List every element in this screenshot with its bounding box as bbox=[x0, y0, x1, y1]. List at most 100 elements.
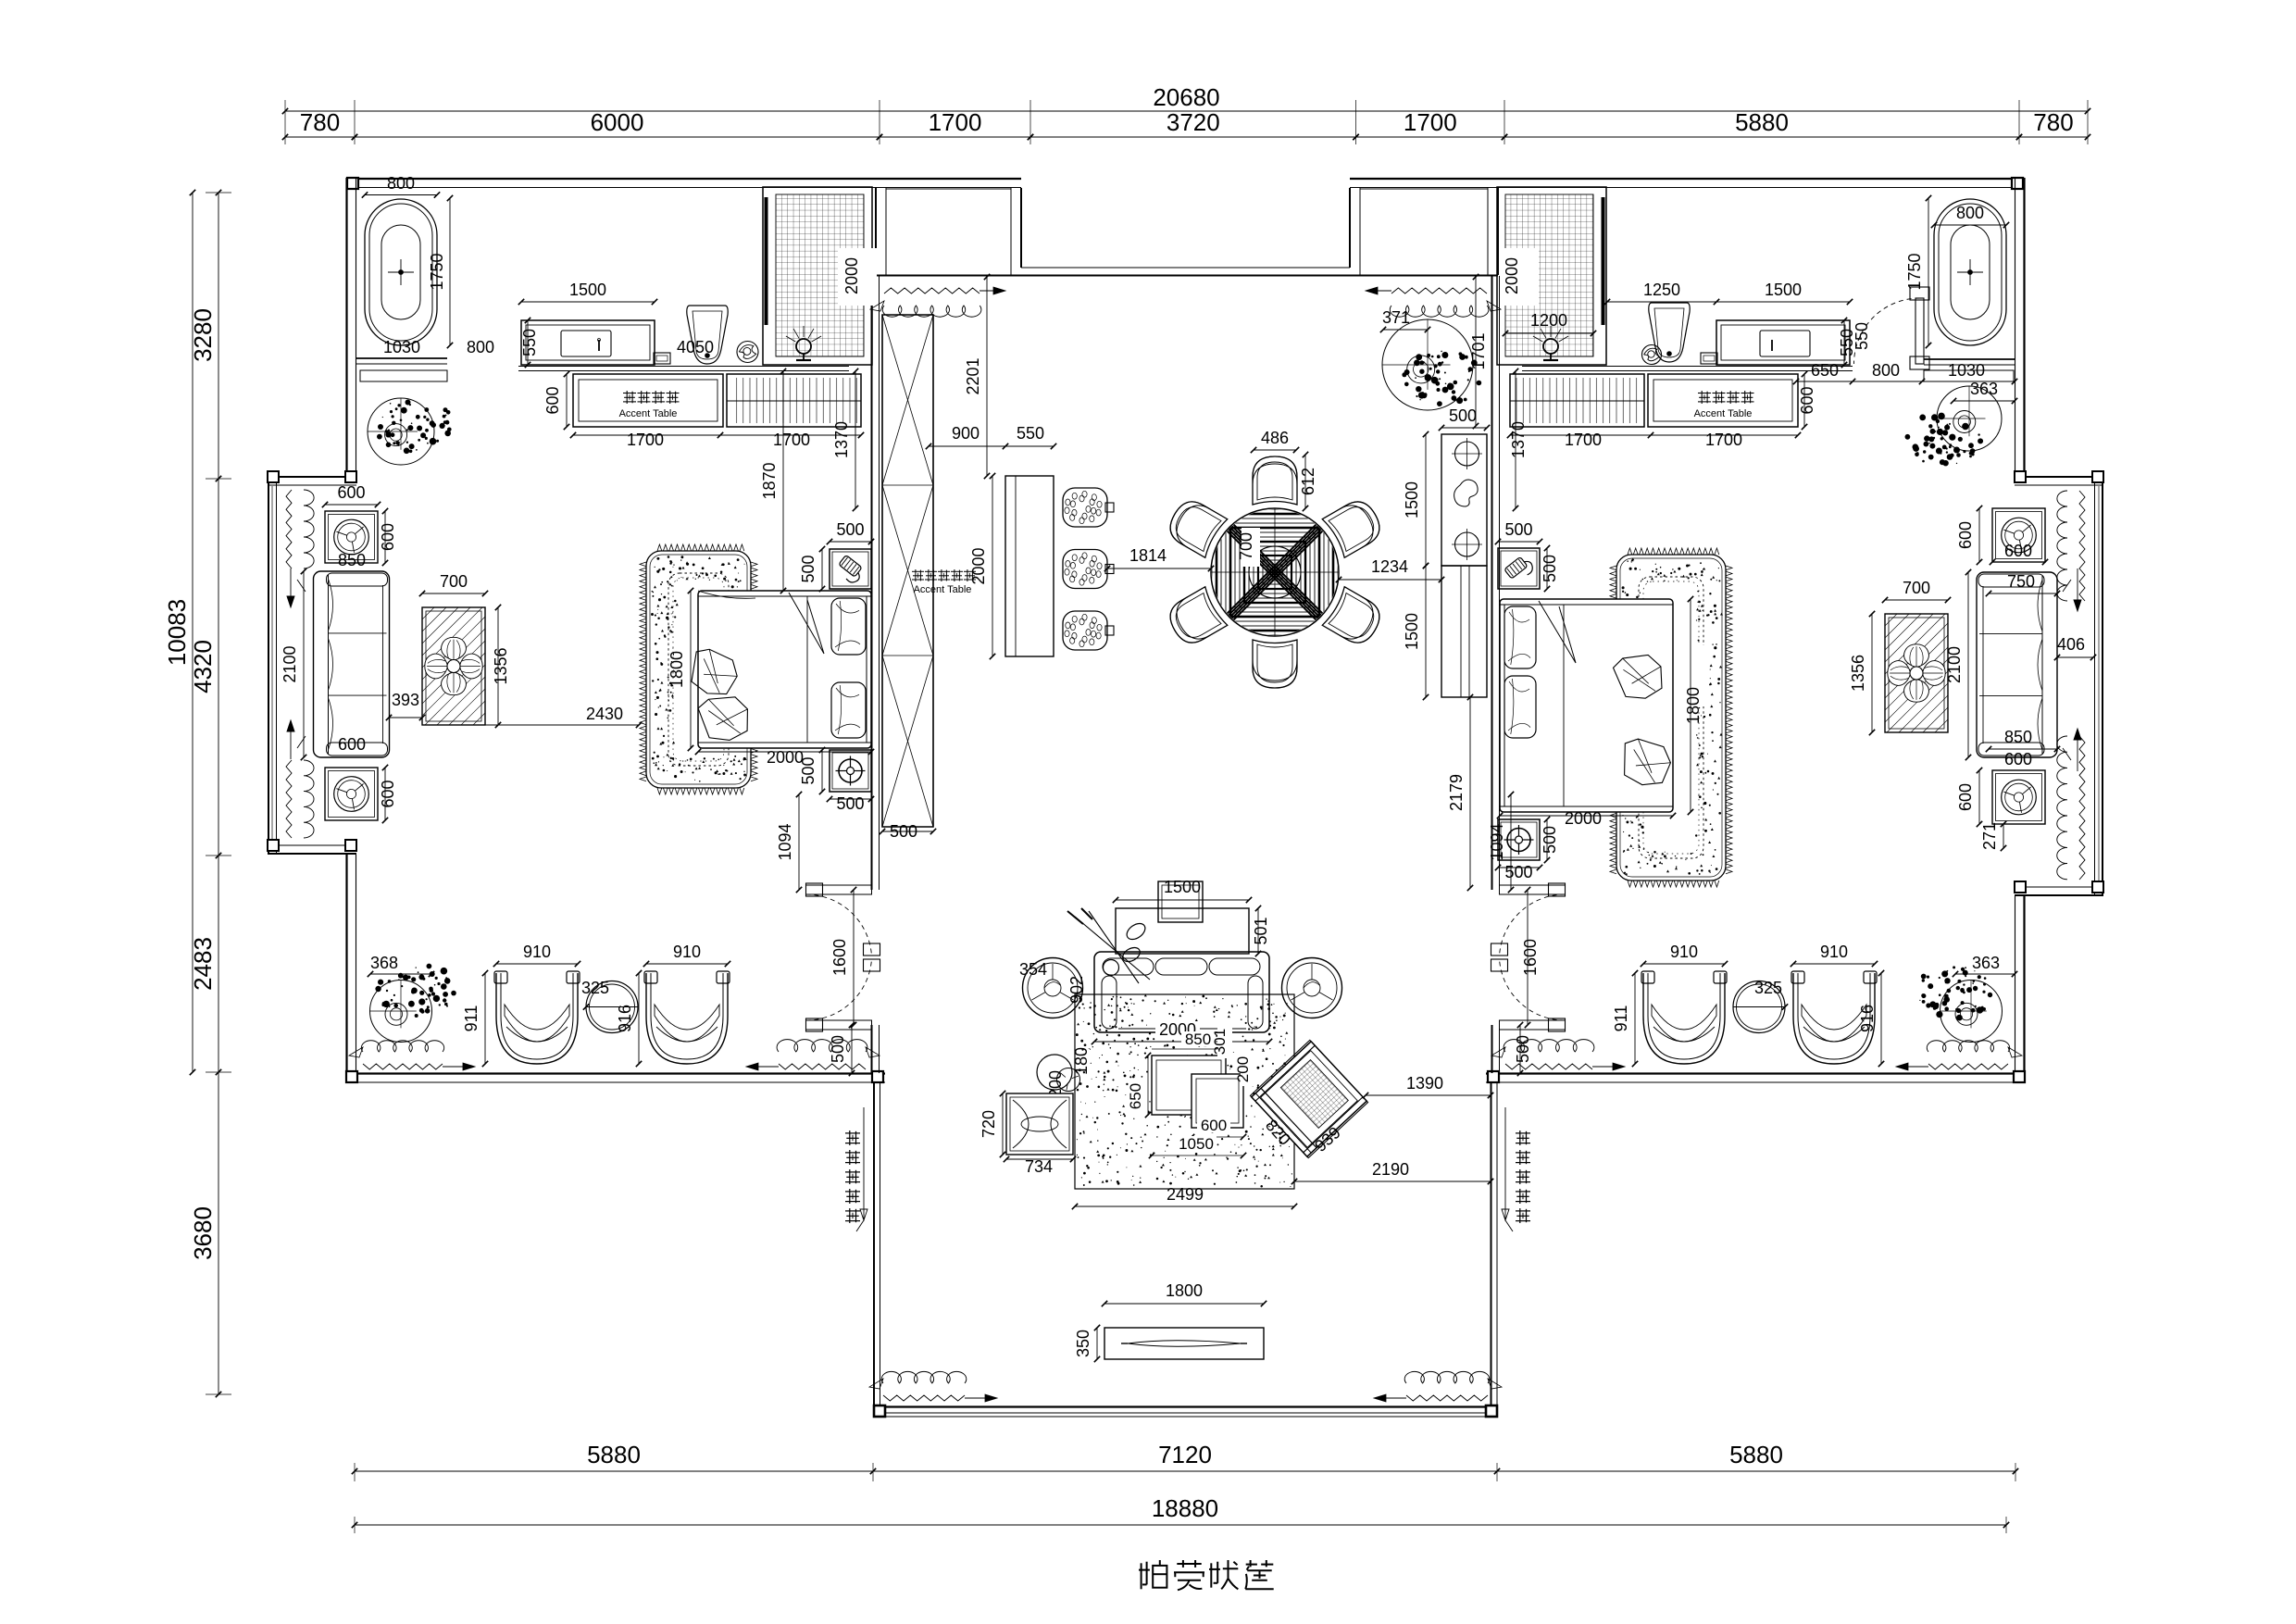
svg-text:550: 550 bbox=[520, 329, 539, 356]
svg-text:2000: 2000 bbox=[1503, 257, 1521, 294]
svg-text:550: 550 bbox=[1017, 424, 1044, 443]
svg-text:5880: 5880 bbox=[587, 1441, 641, 1468]
svg-text:18880: 18880 bbox=[1152, 1494, 1218, 1522]
svg-text:2000: 2000 bbox=[842, 257, 861, 294]
svg-text:1356: 1356 bbox=[1849, 655, 1867, 692]
svg-text:1234: 1234 bbox=[1371, 557, 1408, 576]
svg-text:1500: 1500 bbox=[569, 281, 606, 299]
svg-text:1094: 1094 bbox=[1488, 823, 1506, 860]
svg-text:1700: 1700 bbox=[1404, 108, 1457, 136]
svg-text:600: 600 bbox=[379, 780, 397, 807]
svg-text:6000: 6000 bbox=[591, 108, 644, 136]
svg-text:10083: 10083 bbox=[163, 599, 191, 666]
svg-text:371: 371 bbox=[1382, 308, 1410, 327]
svg-text:1701: 1701 bbox=[1469, 332, 1488, 369]
svg-text:600: 600 bbox=[379, 523, 397, 551]
svg-text:1370: 1370 bbox=[832, 421, 851, 458]
svg-text:180: 180 bbox=[1072, 1047, 1091, 1075]
svg-text:1800: 1800 bbox=[668, 651, 686, 688]
svg-text:916: 916 bbox=[1858, 1005, 1877, 1032]
svg-text:850: 850 bbox=[1185, 1031, 1211, 1048]
svg-text:368: 368 bbox=[370, 954, 398, 972]
svg-text:600: 600 bbox=[543, 386, 562, 414]
svg-text:363: 363 bbox=[1970, 380, 1998, 398]
svg-text:4050: 4050 bbox=[677, 338, 714, 356]
svg-text:1700: 1700 bbox=[1705, 431, 1742, 449]
svg-text:1356: 1356 bbox=[492, 647, 510, 684]
svg-text:2000: 2000 bbox=[969, 547, 988, 584]
svg-text:1500: 1500 bbox=[1403, 613, 1421, 650]
svg-text:1030: 1030 bbox=[383, 338, 420, 356]
svg-text:550: 550 bbox=[1853, 322, 1871, 350]
svg-text:900: 900 bbox=[952, 424, 980, 443]
svg-text:271: 271 bbox=[1980, 822, 1999, 850]
svg-text:1250: 1250 bbox=[1643, 281, 1680, 299]
svg-text:2190: 2190 bbox=[1372, 1160, 1409, 1179]
svg-text:2430: 2430 bbox=[586, 705, 623, 723]
svg-text:1050: 1050 bbox=[1179, 1135, 1214, 1153]
svg-text:600: 600 bbox=[2004, 542, 2032, 560]
svg-text:1600: 1600 bbox=[1521, 939, 1540, 976]
svg-text:700: 700 bbox=[440, 572, 468, 591]
svg-text:500: 500 bbox=[1514, 1035, 1532, 1063]
svg-text:500: 500 bbox=[836, 520, 864, 539]
svg-text:911: 911 bbox=[1612, 1006, 1630, 1032]
svg-text:325: 325 bbox=[1754, 979, 1782, 997]
svg-text:1600: 1600 bbox=[830, 939, 849, 976]
svg-text:800: 800 bbox=[1872, 361, 1900, 380]
svg-text:500: 500 bbox=[1541, 826, 1559, 854]
svg-text:4320: 4320 bbox=[189, 640, 217, 693]
svg-text:600: 600 bbox=[1956, 521, 1975, 549]
svg-text:734: 734 bbox=[1025, 1157, 1053, 1176]
svg-text:1700: 1700 bbox=[773, 431, 810, 449]
svg-text:600: 600 bbox=[337, 483, 365, 502]
svg-text:910: 910 bbox=[1820, 943, 1848, 961]
svg-text:800: 800 bbox=[467, 338, 494, 356]
svg-text:3280: 3280 bbox=[189, 308, 217, 362]
svg-text:500: 500 bbox=[1504, 520, 1532, 539]
svg-text:700: 700 bbox=[1903, 579, 1930, 597]
svg-text:780: 780 bbox=[300, 108, 340, 136]
svg-text:2100: 2100 bbox=[1945, 646, 1964, 683]
svg-text:1750: 1750 bbox=[1905, 253, 1924, 290]
svg-text:301: 301 bbox=[1211, 1029, 1229, 1055]
svg-text:1870: 1870 bbox=[760, 462, 779, 499]
svg-text:910: 910 bbox=[1670, 943, 1698, 961]
svg-text:Accent Table: Accent Table bbox=[914, 584, 972, 595]
svg-text:600: 600 bbox=[1956, 783, 1975, 811]
svg-text:600: 600 bbox=[338, 735, 366, 754]
svg-text:1700: 1700 bbox=[929, 108, 982, 136]
svg-text:1500: 1500 bbox=[1164, 878, 1201, 896]
svg-text:902: 902 bbox=[1067, 976, 1086, 1004]
svg-text:1390: 1390 bbox=[1406, 1074, 1443, 1093]
svg-text:350: 350 bbox=[1074, 1330, 1092, 1357]
svg-text:500: 500 bbox=[1449, 406, 1477, 425]
svg-text:Accent Table: Accent Table bbox=[619, 408, 678, 419]
svg-text:363: 363 bbox=[1972, 954, 2000, 972]
svg-text:5880: 5880 bbox=[1735, 108, 1789, 136]
svg-text:1370: 1370 bbox=[1509, 421, 1528, 458]
svg-text:2201: 2201 bbox=[964, 357, 982, 394]
svg-text:1094: 1094 bbox=[776, 823, 794, 860]
svg-text:612: 612 bbox=[1299, 468, 1317, 495]
svg-text:600: 600 bbox=[2004, 750, 2032, 768]
svg-text:800: 800 bbox=[1956, 204, 1984, 222]
svg-text:1500: 1500 bbox=[1765, 281, 1802, 299]
svg-text:550: 550 bbox=[1838, 329, 1856, 356]
svg-text:1500: 1500 bbox=[1403, 481, 1421, 518]
svg-text:5880: 5880 bbox=[1729, 1441, 1783, 1468]
svg-text:780: 780 bbox=[2033, 108, 2073, 136]
svg-text:2100: 2100 bbox=[281, 645, 299, 682]
svg-text:850: 850 bbox=[338, 551, 366, 569]
svg-text:911: 911 bbox=[462, 1006, 480, 1032]
svg-text:393: 393 bbox=[392, 691, 419, 709]
svg-text:3720: 3720 bbox=[1167, 108, 1220, 136]
svg-text:750: 750 bbox=[2007, 572, 2035, 591]
svg-text:500: 500 bbox=[1504, 863, 1532, 881]
svg-text:600: 600 bbox=[1798, 386, 1816, 414]
svg-text:1700: 1700 bbox=[627, 431, 664, 449]
svg-text:700: 700 bbox=[1237, 532, 1255, 560]
svg-text:1200: 1200 bbox=[1530, 311, 1567, 330]
svg-text:Accent Table: Accent Table bbox=[1694, 408, 1753, 419]
svg-text:1030: 1030 bbox=[1948, 361, 1985, 380]
